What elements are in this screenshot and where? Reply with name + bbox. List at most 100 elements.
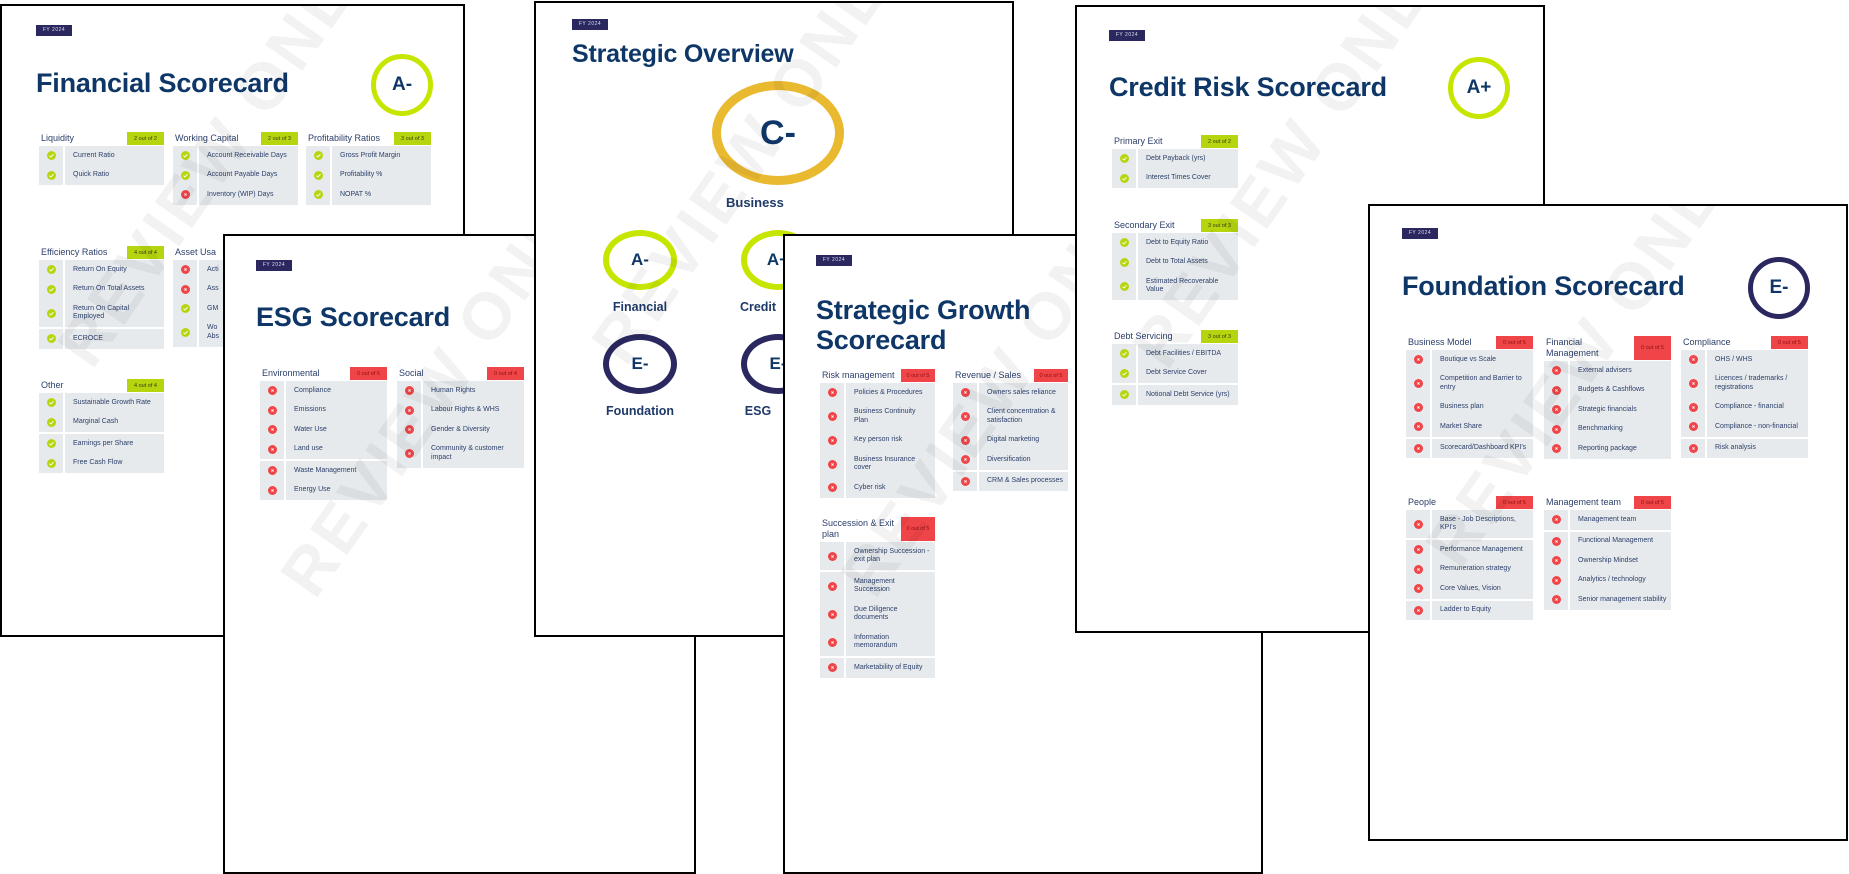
check-circle-icon xyxy=(313,151,323,161)
overall-grade-label: Business xyxy=(726,195,784,210)
metric-label: Community & customer impact xyxy=(423,439,524,468)
metric-label: Waste Management xyxy=(286,461,387,481)
section-title: Asset Usa xyxy=(175,247,217,257)
x-circle-icon xyxy=(827,637,837,647)
metric-label: Emissions xyxy=(286,400,387,420)
metric-label: Budgets & Cashflows xyxy=(1570,380,1671,400)
metric-label: Debt Facilities / EBITDA xyxy=(1138,344,1238,364)
status-cell xyxy=(1406,350,1430,370)
status-cell xyxy=(1406,369,1430,398)
metric-label: Estimated Recoverable Value xyxy=(1138,272,1238,300)
status-cell xyxy=(820,430,844,450)
metric-label: NOPAT % xyxy=(332,185,431,205)
metric-group: Marketability of Equity xyxy=(820,658,935,678)
status-cell xyxy=(39,260,63,280)
metric-row: Performance Management xyxy=(1406,540,1533,560)
status-cell xyxy=(1544,439,1568,459)
score-badge: 3 out of 3 xyxy=(1201,219,1238,232)
check-circle-icon xyxy=(1119,390,1129,400)
check-circle-icon xyxy=(313,170,323,180)
x-circle-icon xyxy=(404,405,414,415)
score-badge: 4 out of 4 xyxy=(127,379,164,392)
metric-label: Reporting package xyxy=(1570,439,1671,459)
score-badge: 4 out of 4 xyxy=(127,246,164,259)
metric-row: Return On Equity xyxy=(39,260,164,280)
metric-label: Cyber risk xyxy=(846,478,935,498)
metric-label: Key person risk xyxy=(846,430,935,450)
status-cell xyxy=(39,329,63,349)
status-cell xyxy=(306,185,330,205)
metric-group: CRM & Sales processes xyxy=(953,471,1068,491)
check-circle-icon xyxy=(1119,154,1129,164)
status-cell xyxy=(1406,510,1430,538)
status-cell xyxy=(1112,233,1136,253)
metric-label: Performance Management xyxy=(1432,540,1533,560)
x-circle-icon xyxy=(1688,355,1698,365)
status-cell xyxy=(1544,570,1568,590)
status-cell xyxy=(39,453,63,473)
metric-row: Quick Ratio xyxy=(39,165,164,185)
x-circle-icon xyxy=(1551,405,1561,415)
metric-label: Marginal Cash xyxy=(65,412,164,432)
x-circle-icon xyxy=(1688,402,1698,412)
x-circle-icon xyxy=(1551,556,1561,566)
metric-label: Ownership Succession - exit plan xyxy=(846,542,935,570)
metric-row: Human Rights xyxy=(397,381,524,401)
metric-group: Base - Job Descriptions, KPI's xyxy=(1406,510,1533,538)
metric-label: Debt Payback (yrs) xyxy=(1138,149,1238,169)
fiscal-year-badge: FY 2024 xyxy=(1402,228,1438,239)
metric-row: Business Continuity Plan xyxy=(820,402,935,431)
metric-label: Notional Debt Service (yrs) xyxy=(1138,385,1238,405)
metric-row: Senior management stability xyxy=(1544,590,1671,610)
metric-group: Management team xyxy=(1544,510,1671,530)
score-badge: 0 out of 5 xyxy=(901,369,935,382)
metric-label: Ownership Mindset xyxy=(1570,551,1671,571)
fiscal-year-badge: FY 2024 xyxy=(816,255,852,266)
x-circle-icon xyxy=(267,485,277,495)
metric-list: Debt Payback (yrs)Interest Times Cover xyxy=(1112,149,1238,188)
metric-row: Compliance xyxy=(260,381,387,401)
section-title: Primary Exit xyxy=(1114,136,1163,146)
metric-row: Management Succession xyxy=(820,572,935,600)
check-circle-icon xyxy=(46,439,56,449)
check-circle-icon xyxy=(1119,238,1129,248)
metric-row: Management team xyxy=(1544,510,1671,530)
status-cell xyxy=(1681,438,1705,458)
x-circle-icon xyxy=(180,265,190,275)
metric-label: Owners sales reliance xyxy=(979,383,1068,403)
status-cell xyxy=(953,450,977,470)
score-badge: 2 out of 3 xyxy=(261,132,298,145)
metric-label: Return On Total Assets xyxy=(65,279,164,299)
metric-row: Diversification xyxy=(953,450,1068,470)
x-circle-icon xyxy=(267,444,277,454)
metric-label: External advisers xyxy=(1570,361,1671,381)
status-cell xyxy=(1681,350,1705,370)
section-header: Asset Usa xyxy=(173,246,298,259)
metric-label: Management team xyxy=(1570,510,1671,530)
x-circle-icon xyxy=(1413,443,1423,453)
metric-label: Debt to Total Assets xyxy=(1138,252,1238,272)
x-circle-icon xyxy=(1413,584,1423,594)
status-cell xyxy=(1406,438,1430,458)
status-cell xyxy=(260,439,284,459)
section-title: Liquidity xyxy=(41,133,75,143)
check-circle-icon xyxy=(313,190,323,200)
grade-circle: A- xyxy=(371,54,433,116)
